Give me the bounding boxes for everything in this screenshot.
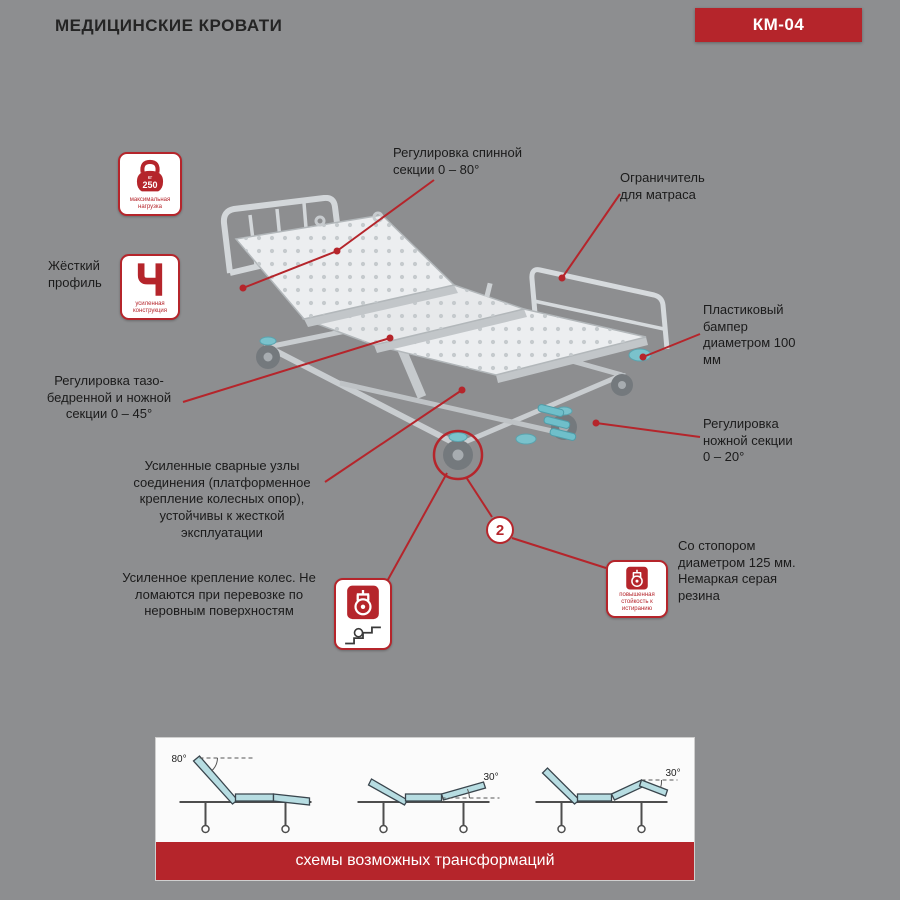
scheme-1: 80° xyxy=(172,754,312,834)
stopper-wheel-badge: повышенная стойкость к истиранию xyxy=(606,560,668,618)
weight-unit: кг xyxy=(148,175,153,181)
pedals xyxy=(537,404,577,441)
callout-plastic-bumper: Пластиковый бампер диаметром 100 мм xyxy=(703,302,796,367)
callout-welded-joints: Усиленные сварные узлы соединения (платф… xyxy=(133,458,311,540)
channel-profile-icon xyxy=(137,263,163,296)
scheme-3: 30° xyxy=(535,767,681,834)
weight-value: 250 xyxy=(143,180,158,190)
callout-rigid-profile: Жёсткий профиль xyxy=(48,258,102,290)
scheme-3-angle: 30° xyxy=(666,768,681,779)
stairs-icon xyxy=(345,626,381,645)
scheme-2: 30° xyxy=(357,772,500,834)
middle-section xyxy=(301,282,527,353)
foot-section xyxy=(373,308,648,383)
rigid-profile-badge: усиленная конструкция xyxy=(120,254,180,320)
transformation-schemes: 80° 30° xyxy=(156,738,694,842)
caster-count-badge: 2 xyxy=(486,516,514,544)
callout-stopper-wheels: Со стопором диаметром 125 мм. Немаркая с… xyxy=(678,538,796,603)
caster-wheel-icon xyxy=(347,585,379,620)
weight-caption: максимальная нагрузка xyxy=(129,197,171,211)
wheel-durability-badge xyxy=(334,578,392,650)
caster-wheel-stopper-icon xyxy=(626,566,648,590)
mattress-limiter xyxy=(484,282,493,298)
profile-caption: усиленная конструкция xyxy=(132,301,168,315)
stopper-caption: повышенная стойкость к истиранию xyxy=(619,592,655,613)
max-load-badge: кг 250 максимальная нагрузка xyxy=(118,152,182,216)
kettlebell-icon: кг 250 xyxy=(136,159,164,192)
callout-wheel-mount: Усиленное крепление колес. Не ломаются п… xyxy=(122,570,316,619)
callout-back-section: Регулировка спинной секции 0 – 80° xyxy=(393,145,522,177)
model-badge: КМ-04 xyxy=(695,8,862,42)
transformation-banner: схемы возможных трансформаций xyxy=(156,842,694,880)
scheme-2-angle: 30° xyxy=(484,772,499,783)
callout-leg-section: Регулировка ножной секции 0 – 20° xyxy=(703,416,793,465)
callout-hip-leg-section: Регулировка тазо-бедренной и ножной секц… xyxy=(46,373,172,422)
transformation-panel: 80° 30° xyxy=(155,737,695,881)
page-title: МЕДИЦИНСКИЕ КРОВАТИ xyxy=(55,16,283,35)
scheme-1-angle: 80° xyxy=(172,754,187,765)
callout-mattress-limiter: Ограничитель для матраса xyxy=(620,170,705,202)
side-rail xyxy=(529,267,670,350)
